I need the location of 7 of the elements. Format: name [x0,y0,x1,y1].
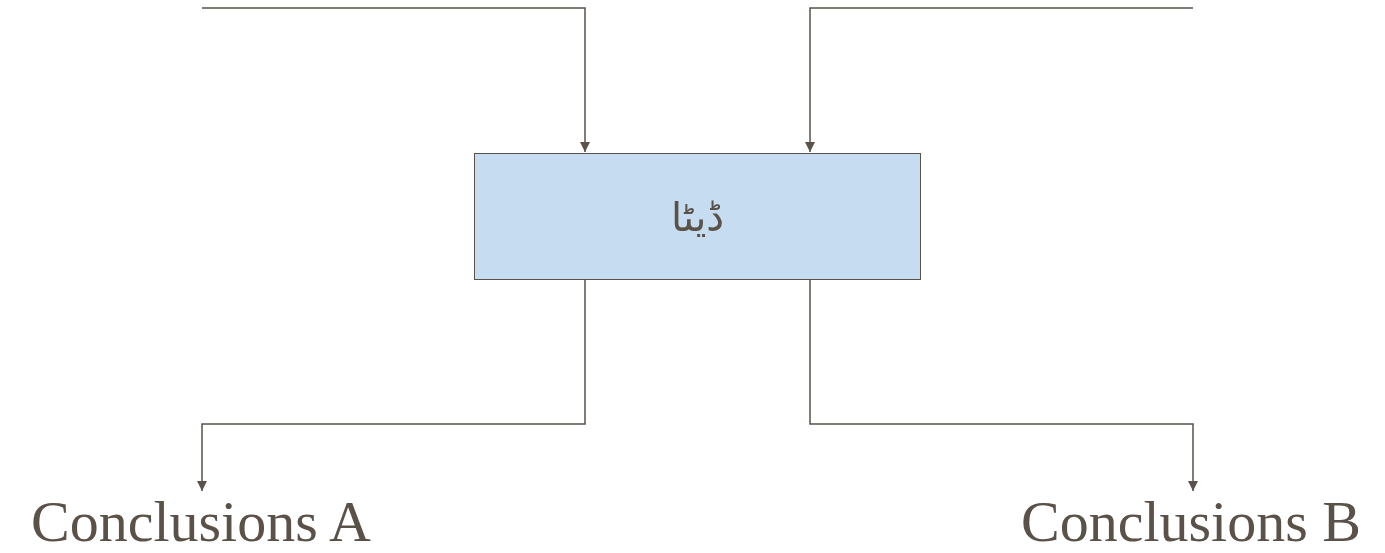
process-box: ڈیٹا [474,153,921,280]
arrow [809,279,1198,492]
arrow [197,279,586,492]
conclusion-label: Conclusions B [1002,492,1380,552]
conclusion-label: Conclusions A [12,492,390,552]
arrow [201,7,590,153]
arrow [805,7,1194,153]
